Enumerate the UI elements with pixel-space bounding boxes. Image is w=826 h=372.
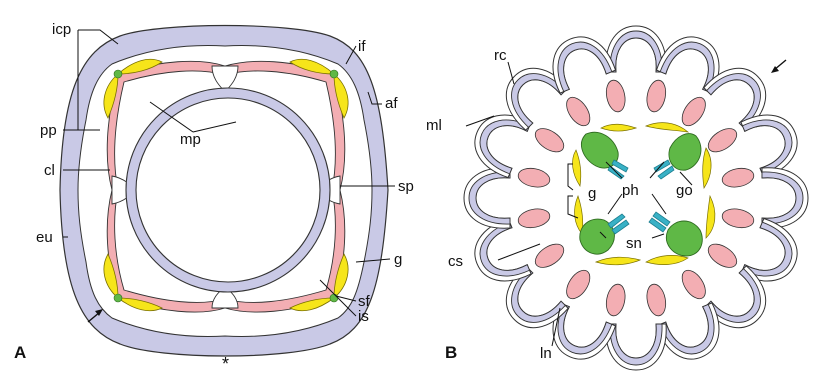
- panel-b: rc ml g ph go sn cs ln B: [426, 26, 808, 370]
- label-pp: pp: [40, 122, 57, 139]
- panel-b-lobe: [464, 168, 510, 228]
- label-eu: eu: [36, 229, 53, 246]
- panel-a-central-lumen: [136, 98, 320, 282]
- label-sn: sn: [626, 235, 642, 252]
- label-cl: cl: [44, 162, 55, 179]
- label-is: is: [358, 308, 369, 325]
- label-af: af: [385, 95, 398, 112]
- panel-b-arrow: [771, 60, 786, 73]
- label-sp: sp: [398, 178, 414, 195]
- label-rc: rc: [494, 47, 507, 64]
- label-go: go: [676, 182, 693, 199]
- panel-b-letter: B: [445, 343, 457, 362]
- label-icp: icp: [52, 21, 71, 38]
- label-g-a: g: [394, 251, 402, 268]
- panel-b-lobe: [606, 324, 666, 370]
- node-tl: [114, 70, 122, 78]
- label-g-b: g: [588, 185, 596, 202]
- label-ph: ph: [622, 182, 639, 199]
- node-tr: [330, 70, 338, 78]
- panel-b-lobe: [606, 26, 666, 72]
- label-cs: cs: [448, 253, 463, 270]
- label-ml: ml: [426, 117, 442, 134]
- panel-a-letter: A: [14, 343, 26, 362]
- panel-a: icp if af pp mp cl sp eu g sf is A *: [14, 21, 414, 372]
- label-if: if: [358, 38, 366, 55]
- panel-b-lobe: [762, 168, 808, 228]
- panel-a-asterisk: *: [222, 354, 229, 372]
- node-br: [330, 294, 338, 302]
- node-bl: [114, 294, 122, 302]
- label-ln: ln: [540, 345, 552, 362]
- label-mp: mp: [180, 131, 201, 148]
